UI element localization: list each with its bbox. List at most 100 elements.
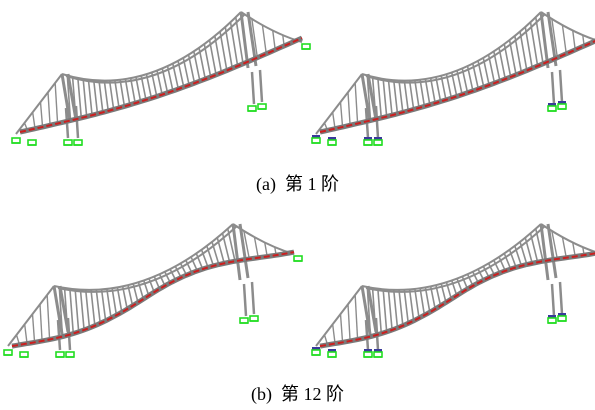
hanger-main-16 xyxy=(445,282,453,300)
hanger-main-28 xyxy=(508,39,517,75)
support-bearing-3 xyxy=(364,137,372,140)
hanger-main-19 xyxy=(461,68,469,93)
hanger-main-4 xyxy=(382,289,388,332)
hanger-left-5 xyxy=(54,82,59,124)
support-bearing-5 xyxy=(548,315,556,318)
support-bearing-6 xyxy=(558,101,566,104)
main-cable-1 xyxy=(361,11,542,82)
hanger-main-30 xyxy=(211,241,220,265)
hanger-main-7 xyxy=(98,80,104,113)
hanger-main-1 xyxy=(66,75,72,121)
hanger-main-11 xyxy=(111,288,118,316)
hanger-main-4 xyxy=(82,78,88,117)
hanger-right-1 xyxy=(551,230,559,260)
hanger-main-25 xyxy=(193,51,201,82)
hanger-main-6 xyxy=(92,80,99,114)
hanger-main-18 xyxy=(156,70,163,95)
hanger-main-5 xyxy=(387,79,393,116)
hanger-left-5 xyxy=(46,294,51,340)
hanger-main-17 xyxy=(450,280,458,296)
hanger-left-4 xyxy=(347,304,351,342)
hanger-main-29 xyxy=(514,245,523,267)
hanger-main-27 xyxy=(503,253,512,270)
hanger-right-1 xyxy=(251,18,259,58)
hanger-left-5 xyxy=(354,294,359,340)
panel-group xyxy=(3,11,595,358)
hanger-main-5 xyxy=(79,289,85,331)
hanger-main-7 xyxy=(398,289,404,326)
bridge-panel-b-right xyxy=(311,223,595,358)
hanger-main-5 xyxy=(387,289,393,331)
hanger-right-2 xyxy=(561,25,567,54)
hanger-main-1 xyxy=(366,75,372,121)
hanger-main-15 xyxy=(440,283,447,303)
hanger-main-19 xyxy=(161,68,169,93)
hanger-main-23 xyxy=(182,57,190,86)
tower-1-leg-front xyxy=(360,73,372,123)
tower-2-leg-back xyxy=(546,223,558,279)
hanger-main-28 xyxy=(200,249,209,268)
pier-4 xyxy=(250,281,256,315)
tower-2-leg-back xyxy=(238,223,250,279)
hanger-main-8 xyxy=(403,80,410,112)
hanger-main-9 xyxy=(408,289,415,321)
side-cable-right xyxy=(540,11,595,41)
pier-4 xyxy=(258,69,264,103)
hanger-main-23 xyxy=(482,57,490,86)
hanger-main-15 xyxy=(132,283,139,303)
hanger-main-27 xyxy=(503,43,512,78)
hanger-main-3 xyxy=(377,77,383,118)
tower-1-leg-front xyxy=(360,285,372,335)
hanger-main-14 xyxy=(435,285,442,306)
hanger-main-9 xyxy=(100,289,107,321)
pier-3 xyxy=(550,283,556,317)
hanger-main-11 xyxy=(419,79,426,107)
bridge-panel-b-left xyxy=(3,223,303,358)
hanger-main-10 xyxy=(114,80,120,109)
hanger-main-28 xyxy=(208,39,217,75)
hanger-main-33 xyxy=(534,228,544,262)
hanger-main-14 xyxy=(135,76,142,102)
hanger-main-22 xyxy=(477,60,485,88)
hanger-left-2 xyxy=(23,324,28,344)
hanger-right-1 xyxy=(551,18,559,58)
hanger-main-11 xyxy=(419,288,426,316)
pier-2 xyxy=(74,105,80,139)
hanger-main-3 xyxy=(377,288,383,334)
main-cable-1 xyxy=(53,223,234,291)
hanger-main-31 xyxy=(524,237,534,264)
hanger-main-12 xyxy=(116,287,123,313)
hanger-left-4 xyxy=(39,304,43,342)
hanger-main-32 xyxy=(529,233,539,263)
hanger-main-32 xyxy=(529,22,539,67)
hanger-main-12 xyxy=(424,287,431,313)
hanger-left-2 xyxy=(31,112,36,129)
support-bearing-6 xyxy=(558,313,566,316)
main-cable-1 xyxy=(61,11,242,82)
hanger-main-17 xyxy=(150,72,158,97)
hanger-main-12 xyxy=(124,78,131,105)
hanger-main-10 xyxy=(414,80,420,109)
hanger-main-20 xyxy=(466,65,474,92)
hanger-main-33 xyxy=(226,228,236,262)
tower-2-leg-front xyxy=(239,11,250,69)
pier-4 xyxy=(558,69,564,103)
caption-mode-1: (a) 第 1 阶 xyxy=(256,174,339,194)
hanger-main-26 xyxy=(190,256,199,272)
side-cable-right xyxy=(540,223,595,253)
hanger-main-24 xyxy=(487,54,496,84)
hanger-main-2 xyxy=(371,287,377,336)
hanger-main-27 xyxy=(195,253,204,270)
hanger-main-6 xyxy=(392,80,399,114)
caption-mode-12: (b) 第 12 阶 xyxy=(251,384,344,404)
hanger-right-1 xyxy=(243,230,251,260)
hanger-main-15 xyxy=(440,75,447,101)
hanger-main-2 xyxy=(63,287,69,336)
hanger-main-7 xyxy=(90,289,96,326)
hanger-left-3 xyxy=(39,101,44,128)
hanger-main-9 xyxy=(408,80,415,110)
hanger-main-21 xyxy=(472,63,480,90)
hanger-main-25 xyxy=(493,51,501,82)
